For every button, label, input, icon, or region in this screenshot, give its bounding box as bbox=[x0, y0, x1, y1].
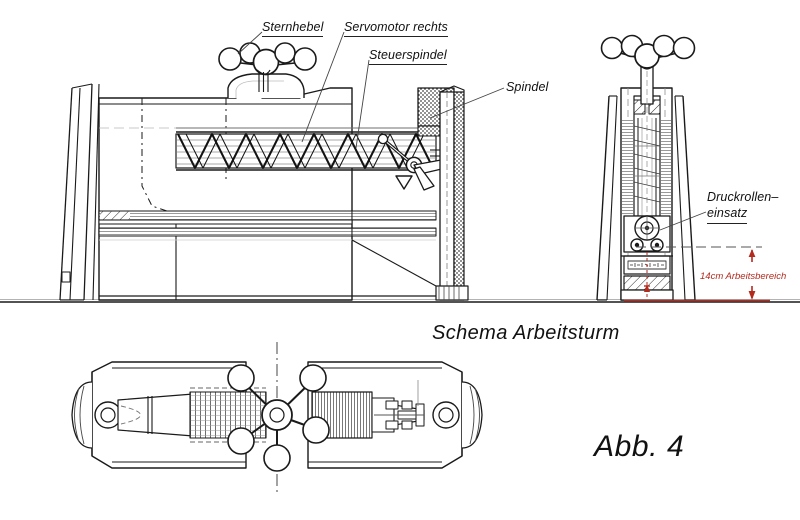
label-steuerspindel: Steuerspindel bbox=[369, 48, 447, 65]
druckrolleneinsatz bbox=[623, 215, 671, 253]
sternhebel-right bbox=[600, 34, 696, 70]
caption-schema: Schema Arbeitsturm bbox=[432, 322, 620, 344]
label-spindel: Spindel bbox=[506, 80, 549, 94]
cowl bbox=[227, 73, 305, 98]
tower-view bbox=[596, 34, 696, 301]
label-druckrollen-line1: Druckrollen– bbox=[707, 190, 779, 204]
steuerspindel-column bbox=[435, 85, 469, 301]
label-servomotor-rechts: Servomotor rechts bbox=[344, 20, 448, 37]
linkage-mechanism bbox=[377, 133, 447, 191]
label-arbeitsbereich: 14cm Arbeitsbereich bbox=[700, 271, 787, 282]
frame-left-legs bbox=[59, 83, 100, 301]
leader-lines bbox=[237, 31, 707, 231]
baseplate-microtext bbox=[630, 263, 664, 267]
sternhebel-left bbox=[218, 42, 317, 92]
caption-figure-number: Abb. 4 bbox=[594, 430, 685, 463]
working-range-dimension bbox=[624, 246, 770, 302]
label-druckrollen-line2: einsatz bbox=[707, 206, 748, 224]
plan-right-body bbox=[307, 361, 483, 469]
section-bands bbox=[98, 210, 353, 241]
tower-legs bbox=[596, 95, 696, 301]
label-sternhebel: Sternhebel bbox=[262, 20, 324, 37]
machine-body bbox=[98, 87, 353, 301]
elevation-view bbox=[59, 42, 469, 301]
sternhebel-plan bbox=[227, 364, 330, 472]
truss-band bbox=[175, 127, 437, 171]
elevation-base bbox=[99, 210, 437, 297]
plan-left-body bbox=[71, 361, 267, 469]
plan-view bbox=[71, 342, 483, 492]
